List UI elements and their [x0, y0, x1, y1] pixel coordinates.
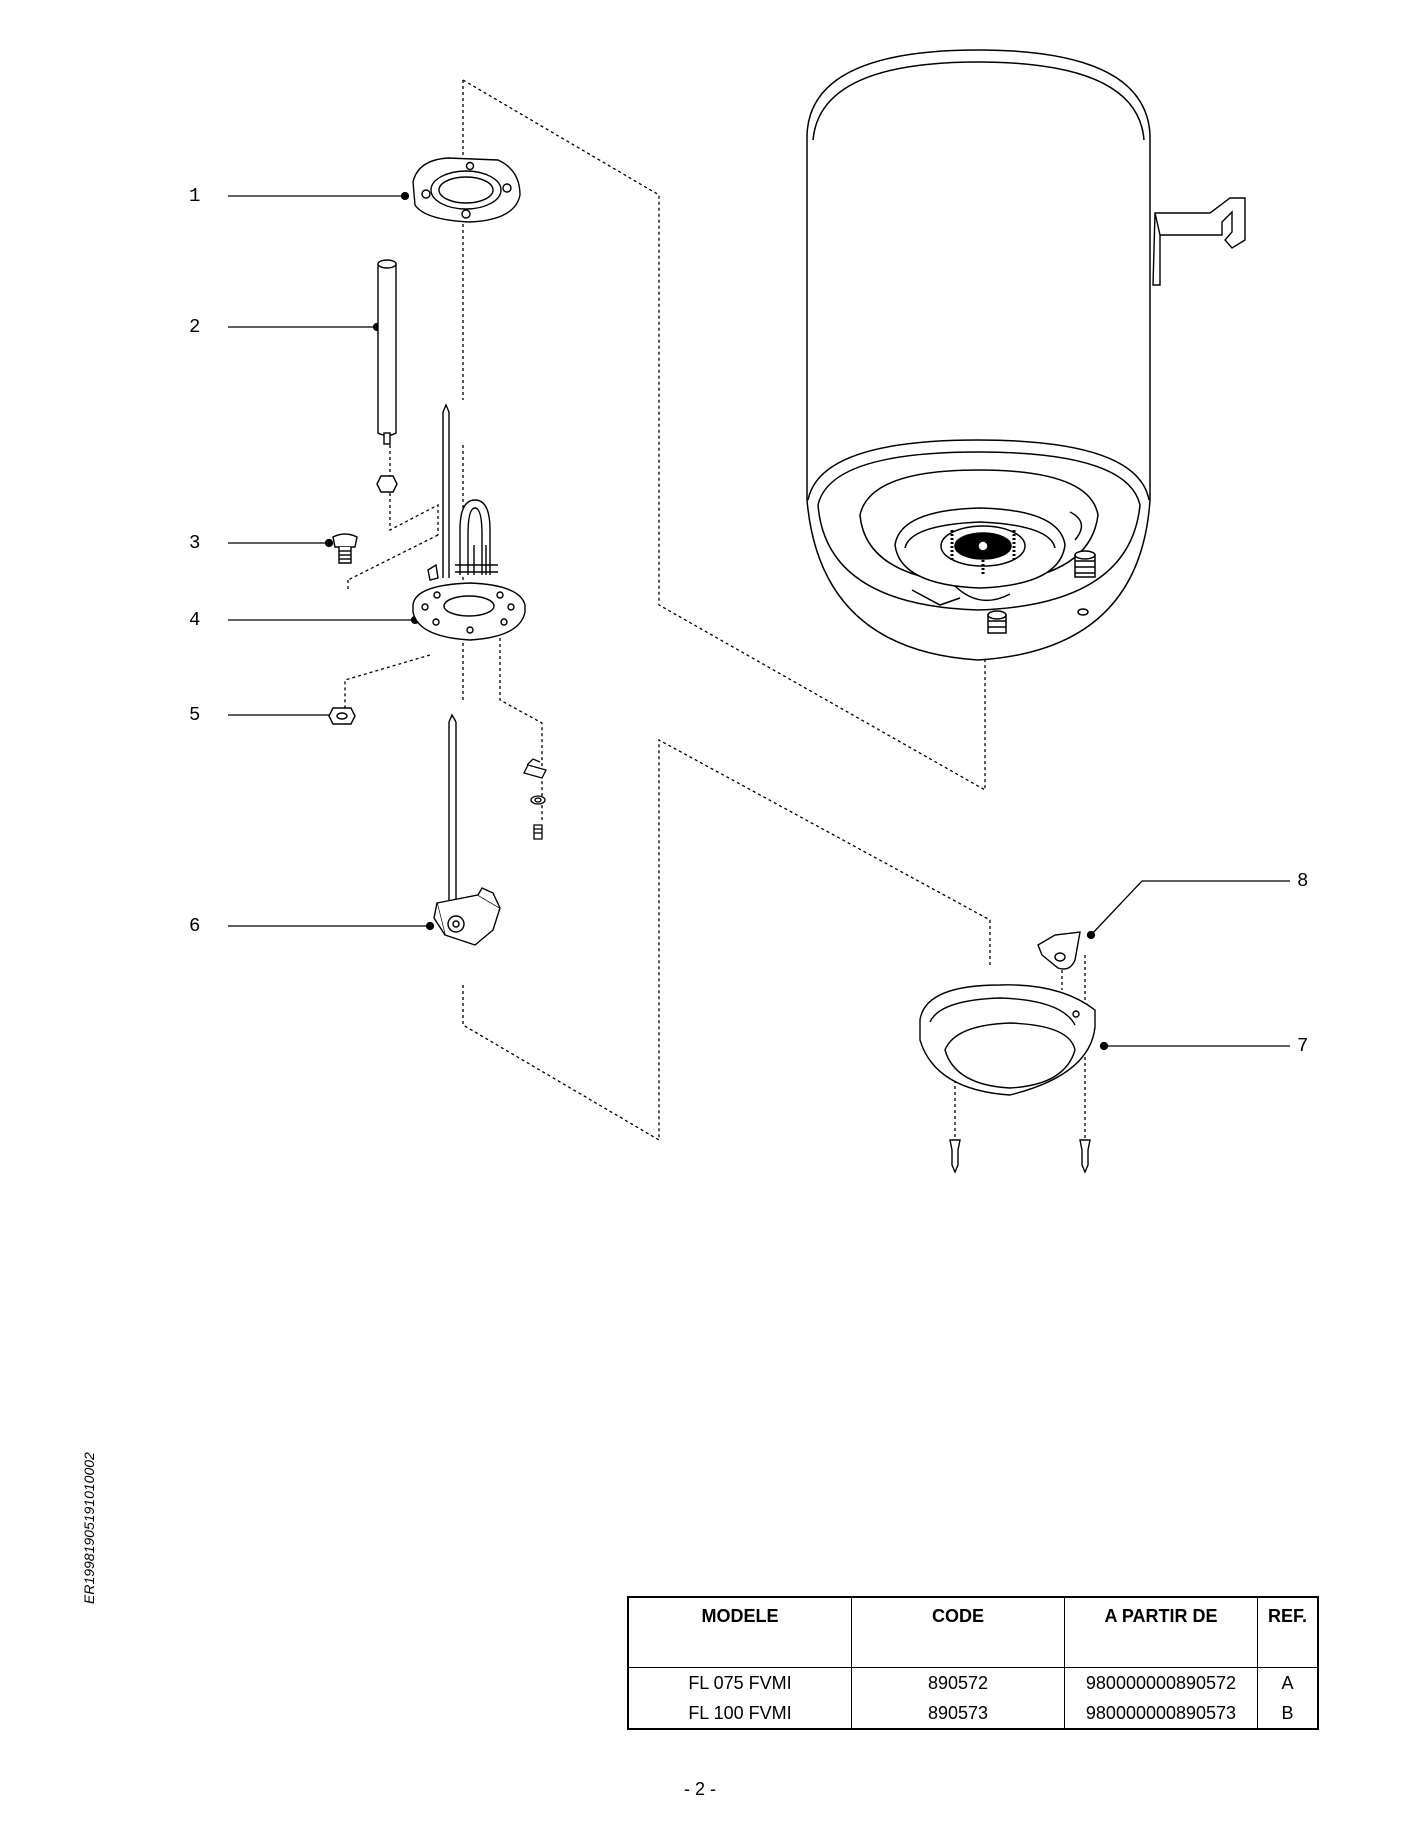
- table-cell: FL 075 FVMI: [688, 1672, 792, 1693]
- water-heater-tank: [806, 49, 1151, 661]
- callout-label-2: 2: [189, 316, 201, 338]
- earth-bracket-hardware: [523, 758, 547, 840]
- column-header-code: CODE: [851, 1597, 1065, 1668]
- column-header-ref: REF.: [1257, 1597, 1318, 1668]
- callout-label-3: 3: [189, 532, 201, 554]
- table-cell: 980000000890572: [1064, 1667, 1258, 1698]
- parts-table: MODELE CODE A PARTIR DE REF. FL 075 FVMI…: [627, 1596, 1319, 1730]
- callout-label-6: 6: [189, 915, 201, 937]
- wall-bracket: [1152, 197, 1246, 286]
- cover-cap-part-7: [919, 984, 1096, 1174]
- table-cell: FL 100 FVMI: [688, 1702, 792, 1723]
- callout-label-7: 7: [1297, 1035, 1309, 1057]
- callout-label-8: 8: [1297, 870, 1309, 892]
- column-header-a-partir-de: A PARTIR DE: [1064, 1597, 1258, 1668]
- screw-part-3: [332, 533, 358, 564]
- nut-part-5: [328, 707, 356, 725]
- table-cell: 890573: [851, 1698, 1065, 1729]
- page-number: - 2 -: [683, 1779, 716, 1799]
- table-cell: A: [1257, 1667, 1318, 1698]
- heating-element-part-4: [412, 403, 526, 641]
- callout-label-1: 1: [189, 185, 201, 207]
- callout-label-4: 4: [189, 609, 201, 631]
- anode-part-2: [376, 259, 398, 493]
- document-reference-code: ER19981905191010002: [81, 1452, 97, 1604]
- clip-part-8: [1037, 931, 1081, 970]
- callout-label-5: 5: [189, 704, 201, 726]
- table-cell: 890572: [851, 1667, 1065, 1698]
- column-header-modele: MODELE: [628, 1597, 852, 1668]
- table-cell: 980000000890573: [1064, 1698, 1258, 1729]
- table-header-row: MODELE CODE A PARTIR DE REF.: [628, 1597, 1318, 1668]
- table-row: FL 075 FVMI 890572 980000000890572 A: [628, 1667, 1318, 1698]
- gasket-part-1: [412, 157, 521, 223]
- thermostat-part-6: [433, 713, 501, 946]
- table-cell: B: [1257, 1698, 1318, 1729]
- table-row: FL 100 FVMI 890573 980000000890573 B: [628, 1698, 1318, 1729]
